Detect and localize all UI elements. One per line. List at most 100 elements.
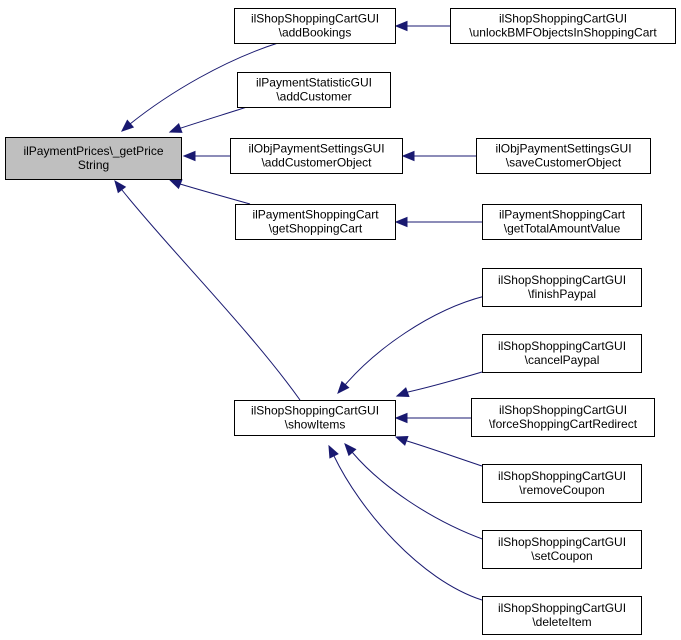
edge-deleteItem-to-showItems (328, 444, 483, 601)
edge-line (179, 183, 251, 205)
node-label-line: ilShopShoppingCartGUI (251, 12, 379, 26)
edge-line (344, 295, 486, 386)
node-box[interactable] (482, 334, 642, 373)
edge-setCoupon-to-showItems (344, 443, 486, 541)
node-label-line: \unlockBMFObjectsInShoppingCart (469, 26, 657, 40)
node-box[interactable] (234, 400, 396, 436)
node-label-line: \deleteItem (532, 615, 591, 629)
node-box[interactable] (471, 398, 655, 437)
edge-showItems-to-root (114, 179, 301, 401)
node-forceRedirect[interactable]: ilShopShoppingCartGUI\forceShoppingCartR… (471, 398, 655, 437)
arrowhead-icon (114, 179, 127, 194)
arrowhead-icon (182, 150, 196, 162)
arrowhead-icon (168, 179, 183, 190)
node-box[interactable] (230, 138, 403, 174)
node-box[interactable] (476, 138, 651, 174)
node-addBookings[interactable]: ilShopShoppingCartGUI\addBookings (234, 8, 396, 44)
node-label-line: \removeCoupon (519, 483, 604, 497)
arrowhead-icon (394, 20, 408, 32)
edge-cancelPaypal-to-showItems (395, 371, 483, 397)
edge-line (177, 106, 248, 130)
node-box[interactable] (482, 596, 642, 635)
node-addCustomerObject[interactable]: ilObjPaymentSettingsGUI\addCustomerObjec… (230, 138, 403, 174)
arrowhead-icon (394, 412, 408, 424)
node-label-line: \showItems (285, 418, 346, 432)
node-getTotalAmountValue[interactable]: ilPaymentShoppingCart\getTotalAmountValu… (482, 204, 642, 240)
edges-layer (114, 20, 486, 601)
node-setCoupon[interactable]: ilShopShoppingCartGUI\setCoupon (482, 530, 642, 569)
edge-removeCoupon-to-showItems (394, 436, 483, 467)
node-label-line: ilShopShoppingCartGUI (499, 403, 627, 417)
edge-addBookings-to-root (121, 42, 279, 132)
node-label-line: ilPaymentStatisticGUI (256, 76, 372, 90)
edge-getTotalAmountValue-to-getShoppingCart (394, 216, 482, 228)
edge-saveCustomerObject-to-addCustomerObject (401, 150, 476, 162)
node-getShoppingCart[interactable]: ilPaymentShoppingCart\getShoppingCart (235, 204, 396, 240)
node-unlockBMF[interactable]: ilShopShoppingCartGUI\unlockBMFObjectsIn… (450, 8, 676, 44)
node-label-line: ilShopShoppingCartGUI (498, 469, 626, 483)
node-label-line: String (78, 158, 109, 172)
node-label-line: \saveCustomerObject (506, 156, 622, 170)
node-label-line: ilShopShoppingCartGUI (251, 404, 379, 418)
node-label-line: ilShopShoppingCartGUI (498, 273, 626, 287)
node-label-line: ilPaymentShoppingCart (252, 208, 379, 222)
node-label-line: ilObjPaymentSettingsGUI (495, 142, 631, 156)
node-label-line: ilShopShoppingCartGUI (499, 12, 627, 26)
node-label-line: ilObjPaymentSettingsGUI (248, 142, 384, 156)
arrowhead-icon (394, 436, 409, 446)
arrowhead-icon (394, 216, 408, 228)
node-label-line: ilShopShoppingCartGUI (498, 601, 626, 615)
edge-line (406, 440, 483, 467)
node-box[interactable] (482, 530, 642, 569)
node-box[interactable] (482, 464, 642, 503)
node-label-line: ilPaymentPrices\_getPrice (23, 144, 163, 158)
node-box[interactable] (234, 8, 396, 44)
edge-line (121, 189, 301, 401)
edge-finishPaypal-to-showItems (337, 295, 486, 394)
node-label-line: \getShoppingCart (269, 222, 363, 236)
arrowhead-icon (168, 123, 183, 133)
node-label-line: \forceShoppingCartRedirect (489, 417, 638, 431)
node-addCustomer[interactable]: ilPaymentStatisticGUI\addCustomer (237, 72, 391, 108)
node-finishPaypal[interactable]: ilShopShoppingCartGUI\finishPaypal (482, 268, 642, 307)
arrowhead-icon (328, 444, 339, 459)
node-showItems[interactable]: ilShopShoppingCartGUI\showItems (234, 400, 396, 436)
edge-addCustomer-to-root (168, 106, 248, 133)
node-deleteItem[interactable]: ilShopShoppingCartGUI\deleteItem (482, 596, 642, 635)
arrowhead-icon (121, 119, 135, 132)
arrowhead-icon (395, 387, 410, 397)
node-label-line: ilPaymentShoppingCart (499, 208, 626, 222)
node-label-line: \addCustomer (276, 90, 351, 104)
node-label-line: \cancelPaypal (525, 353, 600, 367)
edge-getShoppingCart-to-root (168, 179, 251, 205)
node-saveCustomerObject[interactable]: ilObjPaymentSettingsGUI\saveCustomerObje… (476, 138, 651, 174)
node-box[interactable] (450, 8, 676, 44)
node-label-line: ilShopShoppingCartGUI (498, 535, 626, 549)
edge-line (351, 451, 486, 541)
node-label-line: \finishPaypal (528, 287, 596, 301)
arrowhead-icon (337, 380, 350, 394)
node-box[interactable] (482, 204, 642, 240)
node-label-line: \setCoupon (531, 549, 592, 563)
node-box[interactable] (237, 72, 391, 108)
node-cancelPaypal[interactable]: ilShopShoppingCartGUI\cancelPaypal (482, 334, 642, 373)
node-label-line: \addCustomerObject (261, 156, 372, 170)
edge-line (333, 455, 483, 601)
node-box[interactable] (5, 137, 182, 180)
edge-forceRedirect-to-showItems (394, 412, 471, 424)
edge-line (407, 371, 483, 393)
edge-addCustomerObject-to-root (182, 150, 230, 162)
node-label-line: \addBookings (279, 26, 352, 40)
arrowhead-icon (344, 443, 357, 457)
arrowhead-icon (401, 150, 415, 162)
node-label-line: ilShopShoppingCartGUI (498, 339, 626, 353)
node-box[interactable] (235, 204, 396, 240)
node-box[interactable] (482, 268, 642, 307)
node-label-line: \getTotalAmountValue (504, 222, 621, 236)
edge-line (129, 42, 279, 125)
node-removeCoupon[interactable]: ilShopShoppingCartGUI\removeCoupon (482, 464, 642, 503)
edge-unlockBMF-to-addBookings (394, 20, 450, 32)
